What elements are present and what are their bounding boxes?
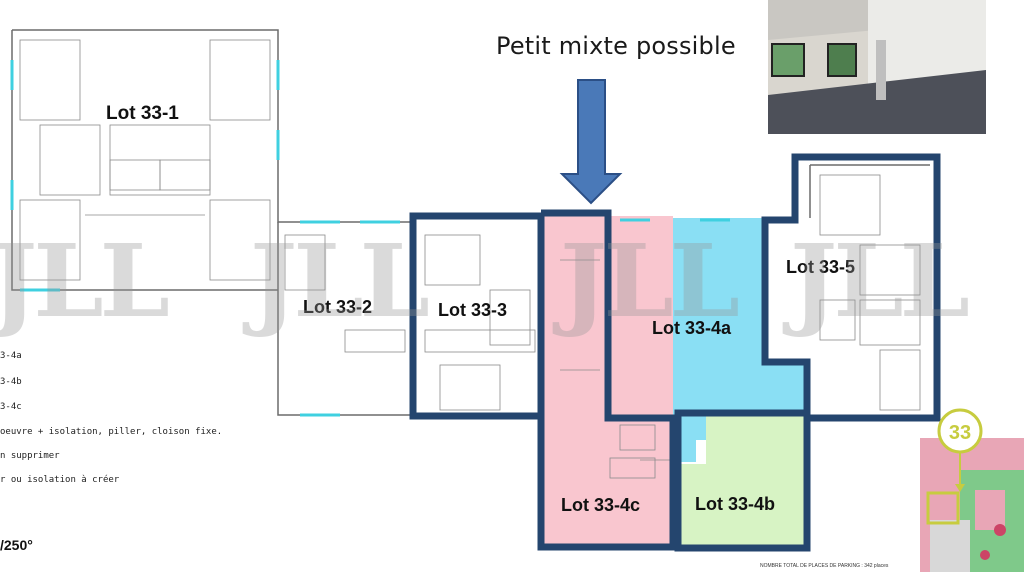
lot-33-1-label: Lot 33-1: [106, 103, 179, 124]
building-walls: [11, 29, 930, 419]
watermark-center: JLL: [250, 222, 430, 340]
legend-item-5: n supprimer: [0, 451, 60, 461]
scale-label: /250°: [0, 537, 33, 553]
lot-33-4b-boundary: [674, 409, 811, 552]
legend-item-2: 3-4b: [0, 377, 22, 387]
interior-partitions: [19, 39, 921, 479]
lot-33-4a-label: Lot 33-4a: [652, 318, 732, 338]
lot-33-4c-label: Lot 33-4c: [561, 495, 640, 515]
lot-boundaries: [409, 153, 941, 552]
lot-33-2-label: Lot 33-2: [303, 297, 372, 317]
legend-item-3: 3-4c: [0, 402, 22, 412]
lot-33-4b-fill: [680, 414, 805, 545]
lot-33-3-label: Lot 33-3: [438, 300, 507, 320]
lot-33-4b-label: Lot 33-4b: [695, 494, 775, 514]
office-photo: [768, 0, 986, 134]
site-marker-label: 33: [949, 422, 971, 444]
caption: Petit mixte possible: [496, 32, 736, 60]
watermark-far-right: JLL: [790, 222, 970, 340]
lot-33-4c-upper-fill: [543, 216, 608, 416]
down-arrow-icon: [559, 79, 623, 205]
watermark-left: JLL: [0, 222, 170, 340]
lot-33-5-boundary: [761, 153, 941, 422]
lot-33-4c-boundary: [537, 209, 677, 551]
lot-33-5-label: Lot 33-5: [786, 257, 855, 277]
legend-item-6: r ou isolation à créer: [0, 475, 120, 485]
parking-footnote: NOMBRE TOTAL DE PLACES DE PARKING : 342 …: [760, 563, 889, 569]
watermark-right: JLL: [560, 222, 740, 340]
site-map-thumbnail: 33: [920, 408, 1024, 572]
legend-item-1: 3-4a: [0, 351, 22, 361]
legend-item-4: oeuvre + isolation, piller, cloison fixe…: [0, 427, 223, 437]
